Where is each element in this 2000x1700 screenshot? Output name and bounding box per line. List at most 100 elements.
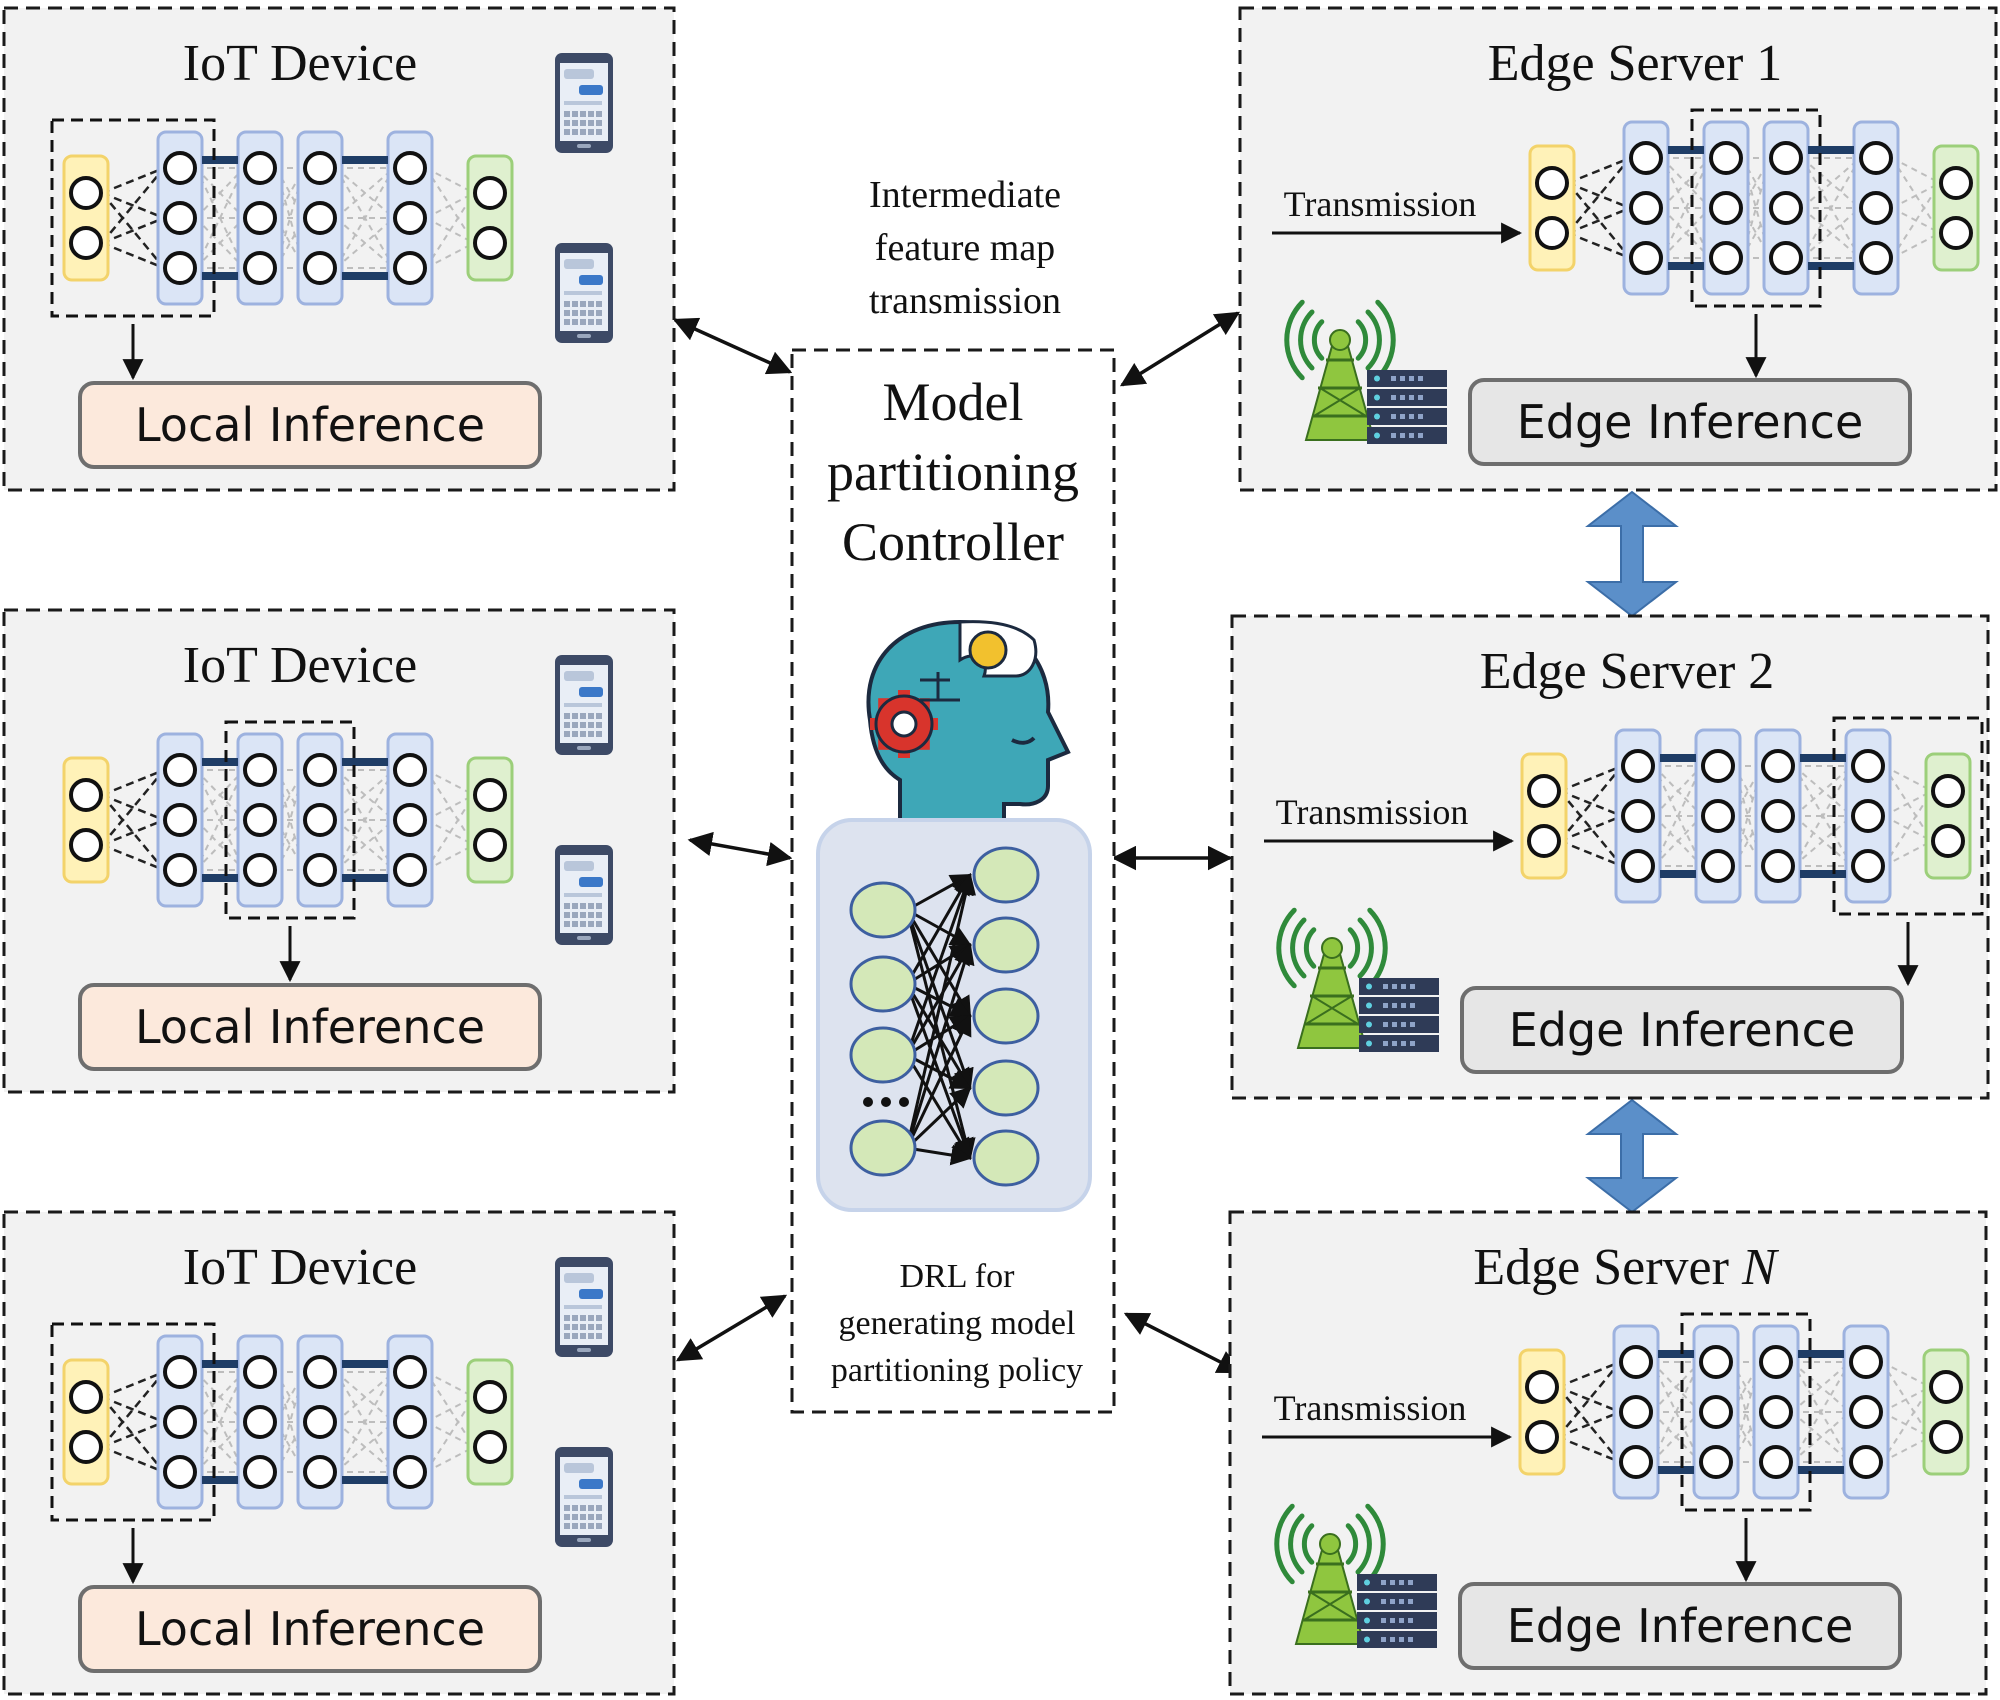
keyboard-key <box>588 912 594 918</box>
edge-server-title: Edge Server 1 <box>1488 35 1783 92</box>
keyboard-key <box>572 310 578 316</box>
server-slot <box>1399 1580 1404 1585</box>
edge-title-base: Edge Server <box>1480 643 1736 700</box>
neuron <box>163 853 197 887</box>
neuron <box>473 176 507 210</box>
keyboard-key <box>580 1514 586 1520</box>
signal-wave-left <box>1298 309 1315 371</box>
edge-inference-box-bg <box>1468 378 1912 466</box>
server-led <box>1366 1040 1372 1047</box>
server-slot <box>1409 414 1414 419</box>
keyboard-key <box>564 310 570 316</box>
weight-link <box>1791 1361 1851 1413</box>
tower-cross <box>1305 995 1359 1025</box>
weight-link <box>425 192 475 269</box>
server-led <box>1374 413 1380 420</box>
keyboard-key <box>596 921 602 927</box>
input-link <box>101 1396 165 1473</box>
input-link <box>1567 182 1631 259</box>
neuron <box>473 1380 507 1414</box>
neuron <box>1859 141 1893 175</box>
server-slot <box>1392 984 1397 989</box>
keyboard-key <box>564 301 570 307</box>
signal-wave-left <box>1303 927 1317 969</box>
local-inference-box-bg <box>78 983 542 1071</box>
neuron <box>1709 241 1743 275</box>
weight-link <box>335 167 395 269</box>
server-led <box>1374 394 1380 401</box>
input-link <box>1559 765 1623 842</box>
drl-network <box>816 818 1092 1212</box>
drl-label-line: partitioning policy <box>831 1352 1083 1389</box>
drl-label-line: generating model <box>839 1305 1076 1342</box>
layer-bar <box>466 756 514 884</box>
tower-struts <box>1304 966 1360 1026</box>
local-inference-box-label: Local Inference <box>135 1000 485 1054</box>
weight-link <box>1651 1361 1701 1413</box>
neuron <box>1851 799 1885 833</box>
bidirectional-arrow <box>1123 1312 1243 1374</box>
input-link <box>1557 1360 1621 1389</box>
neuron <box>243 1355 277 1389</box>
neuron <box>1851 749 1885 783</box>
keyboard-key <box>580 301 586 307</box>
neuron <box>1759 1345 1793 1379</box>
phone-icon <box>555 243 613 343</box>
keyboard-key <box>596 713 602 719</box>
bidirectional-arrow <box>672 317 793 375</box>
keyboard-key <box>596 731 602 737</box>
layer-bar <box>466 154 514 282</box>
neuron <box>243 251 277 285</box>
neuron <box>473 828 507 862</box>
server-slot <box>1401 1041 1406 1046</box>
keyboard-key <box>572 1324 578 1330</box>
input-link <box>1567 231 1631 260</box>
keyboard-key <box>588 1333 594 1339</box>
server-link-arrow <box>1585 1098 1679 1214</box>
keyboard-key <box>580 319 586 325</box>
neuron <box>243 1405 277 1439</box>
keyboard-key <box>572 111 578 117</box>
drl-node <box>972 916 1040 974</box>
layer-bar <box>466 1358 514 1486</box>
keyboard-key <box>580 713 586 719</box>
input-link <box>1567 156 1631 185</box>
weight-link <box>1653 815 1703 867</box>
input-bar <box>564 101 602 105</box>
feature-map-label-line: feature map <box>875 227 1055 269</box>
neuron <box>1525 1370 1559 1404</box>
dnn-model <box>1528 108 1980 308</box>
neuron <box>163 1405 197 1439</box>
keyboard-key <box>580 120 586 126</box>
server-unit <box>1357 1593 1437 1610</box>
weight-link <box>425 167 475 194</box>
edge-server-title: Edge Server N <box>1473 1239 1780 1296</box>
neuron <box>69 176 103 210</box>
input-link <box>1557 1386 1621 1463</box>
server-slot <box>1418 414 1423 419</box>
weight-link <box>195 1421 245 1473</box>
drl-link <box>905 873 974 1056</box>
server-slot <box>1408 1599 1413 1604</box>
weight-link <box>1891 182 1941 259</box>
neuron <box>1699 1395 1733 1429</box>
transmission-label: Transmission <box>1276 792 1469 832</box>
neuron <box>1701 749 1735 783</box>
keyboard-key <box>564 1523 570 1529</box>
weight-link <box>425 769 475 796</box>
weight-link <box>1891 232 1941 259</box>
neuron <box>303 803 337 837</box>
edge-inference-box: Edge Inference <box>1458 1582 1902 1670</box>
neuron <box>303 853 337 887</box>
server-slot <box>1410 1003 1415 1008</box>
partition-box <box>50 1322 216 1522</box>
neuron <box>303 1455 337 1489</box>
server-slot <box>1391 433 1396 438</box>
keyboard-key <box>564 1505 570 1511</box>
input-link <box>101 818 165 847</box>
weight-link <box>335 769 395 821</box>
server-slot <box>1409 433 1414 438</box>
keyboard-key <box>596 903 602 909</box>
input-link <box>101 1420 165 1449</box>
